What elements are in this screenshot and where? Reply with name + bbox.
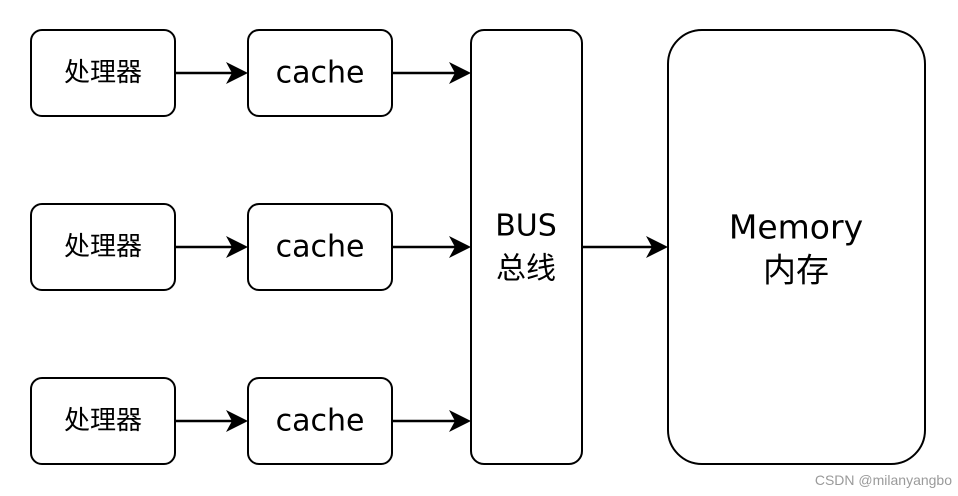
watermark-text: CSDN @milanyangbo <box>814 472 952 488</box>
cache-label-3: cache <box>276 404 365 439</box>
memory-label-line2: 内存 <box>763 251 829 290</box>
bus-box <box>470 29 583 465</box>
arrowhead-cache-to-bus-1 <box>449 62 471 84</box>
arrowhead-bus-to-memory <box>646 236 668 258</box>
arrowhead-processor-to-cache-1 <box>226 62 248 84</box>
processor-label-2: 处理器 <box>64 232 142 262</box>
arrowhead-processor-to-cache-3 <box>226 410 248 432</box>
processor-label-1: 处理器 <box>64 58 142 88</box>
memory-node: Memory 内存 <box>667 29 926 465</box>
memory-box <box>667 29 926 465</box>
arrowhead-processor-to-cache-2 <box>226 236 248 258</box>
bus-label-line2: 总线 <box>496 252 556 287</box>
row-3: 处理器 cache <box>30 377 471 465</box>
arrowhead-cache-to-bus-2 <box>449 236 471 258</box>
bus-label-line1: BUS <box>495 209 557 244</box>
arrowhead-cache-to-bus-3 <box>449 410 471 432</box>
bus-node: BUS 总线 <box>470 29 583 465</box>
processor-label-3: 处理器 <box>64 406 142 436</box>
cache-label-2: cache <box>276 230 365 265</box>
row-1: 处理器 cache <box>30 29 471 117</box>
memory-label-line1: Memory <box>729 208 863 247</box>
row-2: 处理器 cache <box>30 203 471 291</box>
cache-label-1: cache <box>276 56 365 91</box>
